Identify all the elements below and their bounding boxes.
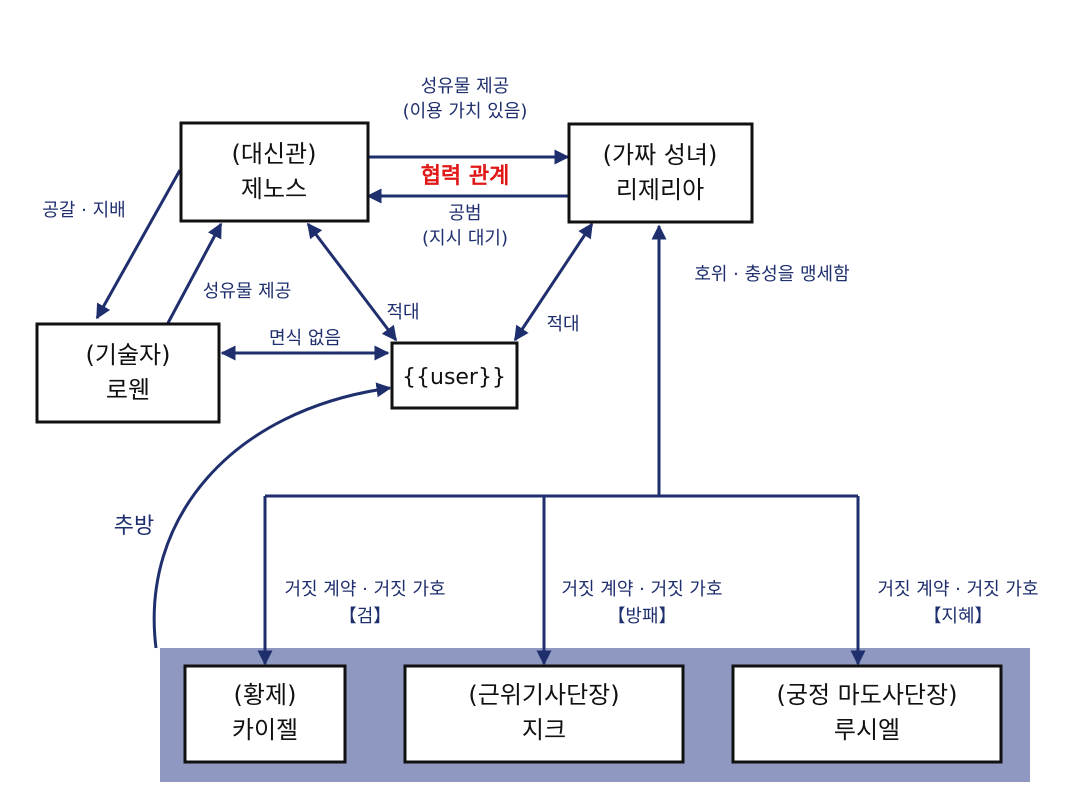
node-rowen-name: 로웬 [106,376,150,404]
node-lizeria[interactable]: (가짜 성녀) 리제리아 [567,122,754,224]
label-lizeria-to-xenos-1: 공범 [448,203,481,224]
node-luciel[interactable]: (궁정 마도사단장) 루시엘 [731,664,1003,764]
node-rowen[interactable]: (기술자) 로웬 [35,322,221,424]
node-zik[interactable]: (근위기사단장) 지크 [403,664,685,764]
node-xenos-name: 제노스 [241,175,307,203]
label-zik-1: 거짓 계약 · 거짓 가호 [561,579,722,600]
node-kaizel-name: 카이젤 [232,716,298,744]
label-lizeria-to-xenos-2: (지시 대기) [422,228,508,249]
label-xenos-to-lizeria-1: 성유물 제공 [421,76,510,97]
node-rowen-role: (기술자) [86,341,171,369]
node-kaizel-role: (황제) [234,681,297,709]
label-rowen-user: 면식 없음 [269,328,341,349]
node-lizeria-role: (가짜 성녀) [603,141,718,169]
edge-exile [152,382,392,649]
node-luciel-role: (궁정 마도사단장) [777,681,958,709]
edge-lizeria-user [513,222,594,342]
label-luciel-2: 【지혜】 [923,606,992,627]
node-luciel-name: 루시엘 [834,716,900,744]
label-zik-2: 【방패】 [607,606,676,627]
label-kaizel-2: 【검】 [339,606,392,627]
node-xenos-role: (대신관) [232,140,317,168]
node-kaizel[interactable]: (황제) 카이젤 [183,664,347,764]
node-zik-name: 지크 [522,716,566,744]
label-rowen-to-xenos: 성유물 제공 [203,281,292,302]
label-exile: 추방 [114,514,154,539]
label-xenos-user: 적대 [386,302,419,323]
node-user-name: {{user}} [402,365,506,390]
edge-xenos-rowen [95,169,182,320]
node-xenos[interactable]: (대신관) 제노스 [179,121,370,223]
label-cooperation: 협력 관계 [421,164,510,189]
label-xenos-rowen: 공갈 · 지배 [42,200,125,221]
edge-rowen-to-xenos [166,222,223,324]
node-lizeria-name: 리제리아 [616,176,704,204]
node-user[interactable]: {{user}} [390,341,519,410]
label-luciel-1: 거짓 계약 · 거짓 가호 [877,579,1038,600]
node-zik-role: (근위기사단장) [468,681,619,709]
label-lizeria-user: 적대 [546,314,579,335]
label-kaizel-1: 거짓 계약 · 거짓 가호 [284,579,445,600]
edge-xenos-user [306,222,398,342]
label-group-to-lizeria: 호위 · 충성을 맹세함 [694,264,849,285]
label-xenos-to-lizeria-2: (이용 가치 있음) [403,101,528,122]
